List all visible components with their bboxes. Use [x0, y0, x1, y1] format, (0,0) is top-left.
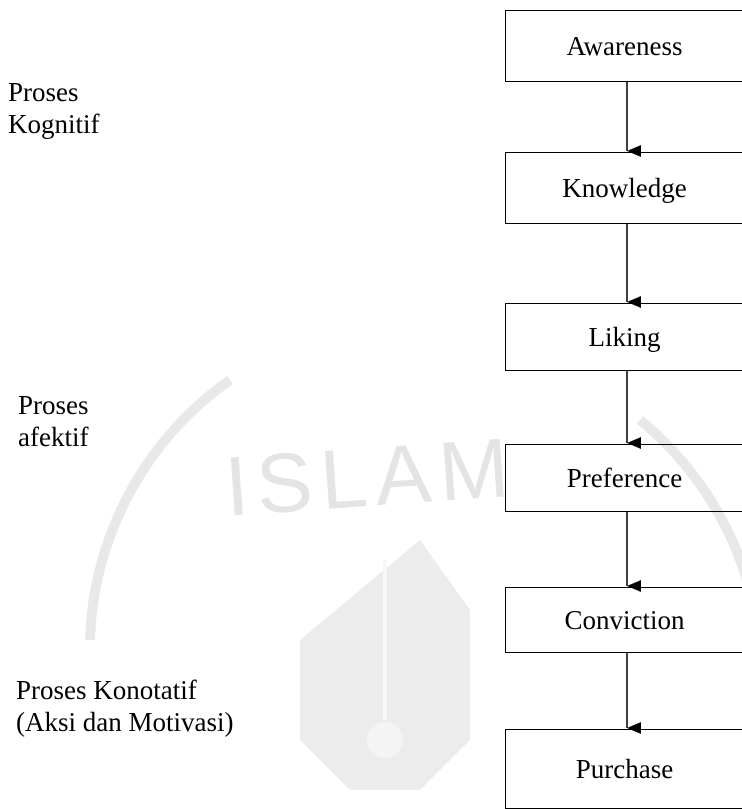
stage-box-awareness: Awareness [505, 10, 742, 82]
watermark-text: ISLAM [222, 420, 520, 534]
stage-label-knowledge: Knowledge [562, 172, 687, 203]
stage-label-conviction: Conviction [564, 604, 685, 635]
stage-label-purchase: Purchase [575, 753, 674, 784]
stage-box-liking: Liking [505, 303, 742, 371]
process-label-kognitif: Proses Kognitif [8, 77, 100, 139]
stage-box-conviction: Conviction [505, 587, 742, 653]
stage-label-preference: Preference [566, 462, 683, 493]
stage-box-purchase: Purchase [505, 729, 742, 809]
stage-label-liking: Liking [588, 321, 661, 352]
process-label-afektif: Proses afektif [18, 390, 89, 452]
process-label-konotatif: Proses Konotatif (Aksi dan Motivasi) [16, 675, 234, 737]
stage-label-awareness: Awareness [566, 30, 683, 61]
stage-box-preference: Preference [505, 444, 742, 512]
stage-box-knowledge: Knowledge [505, 152, 742, 224]
